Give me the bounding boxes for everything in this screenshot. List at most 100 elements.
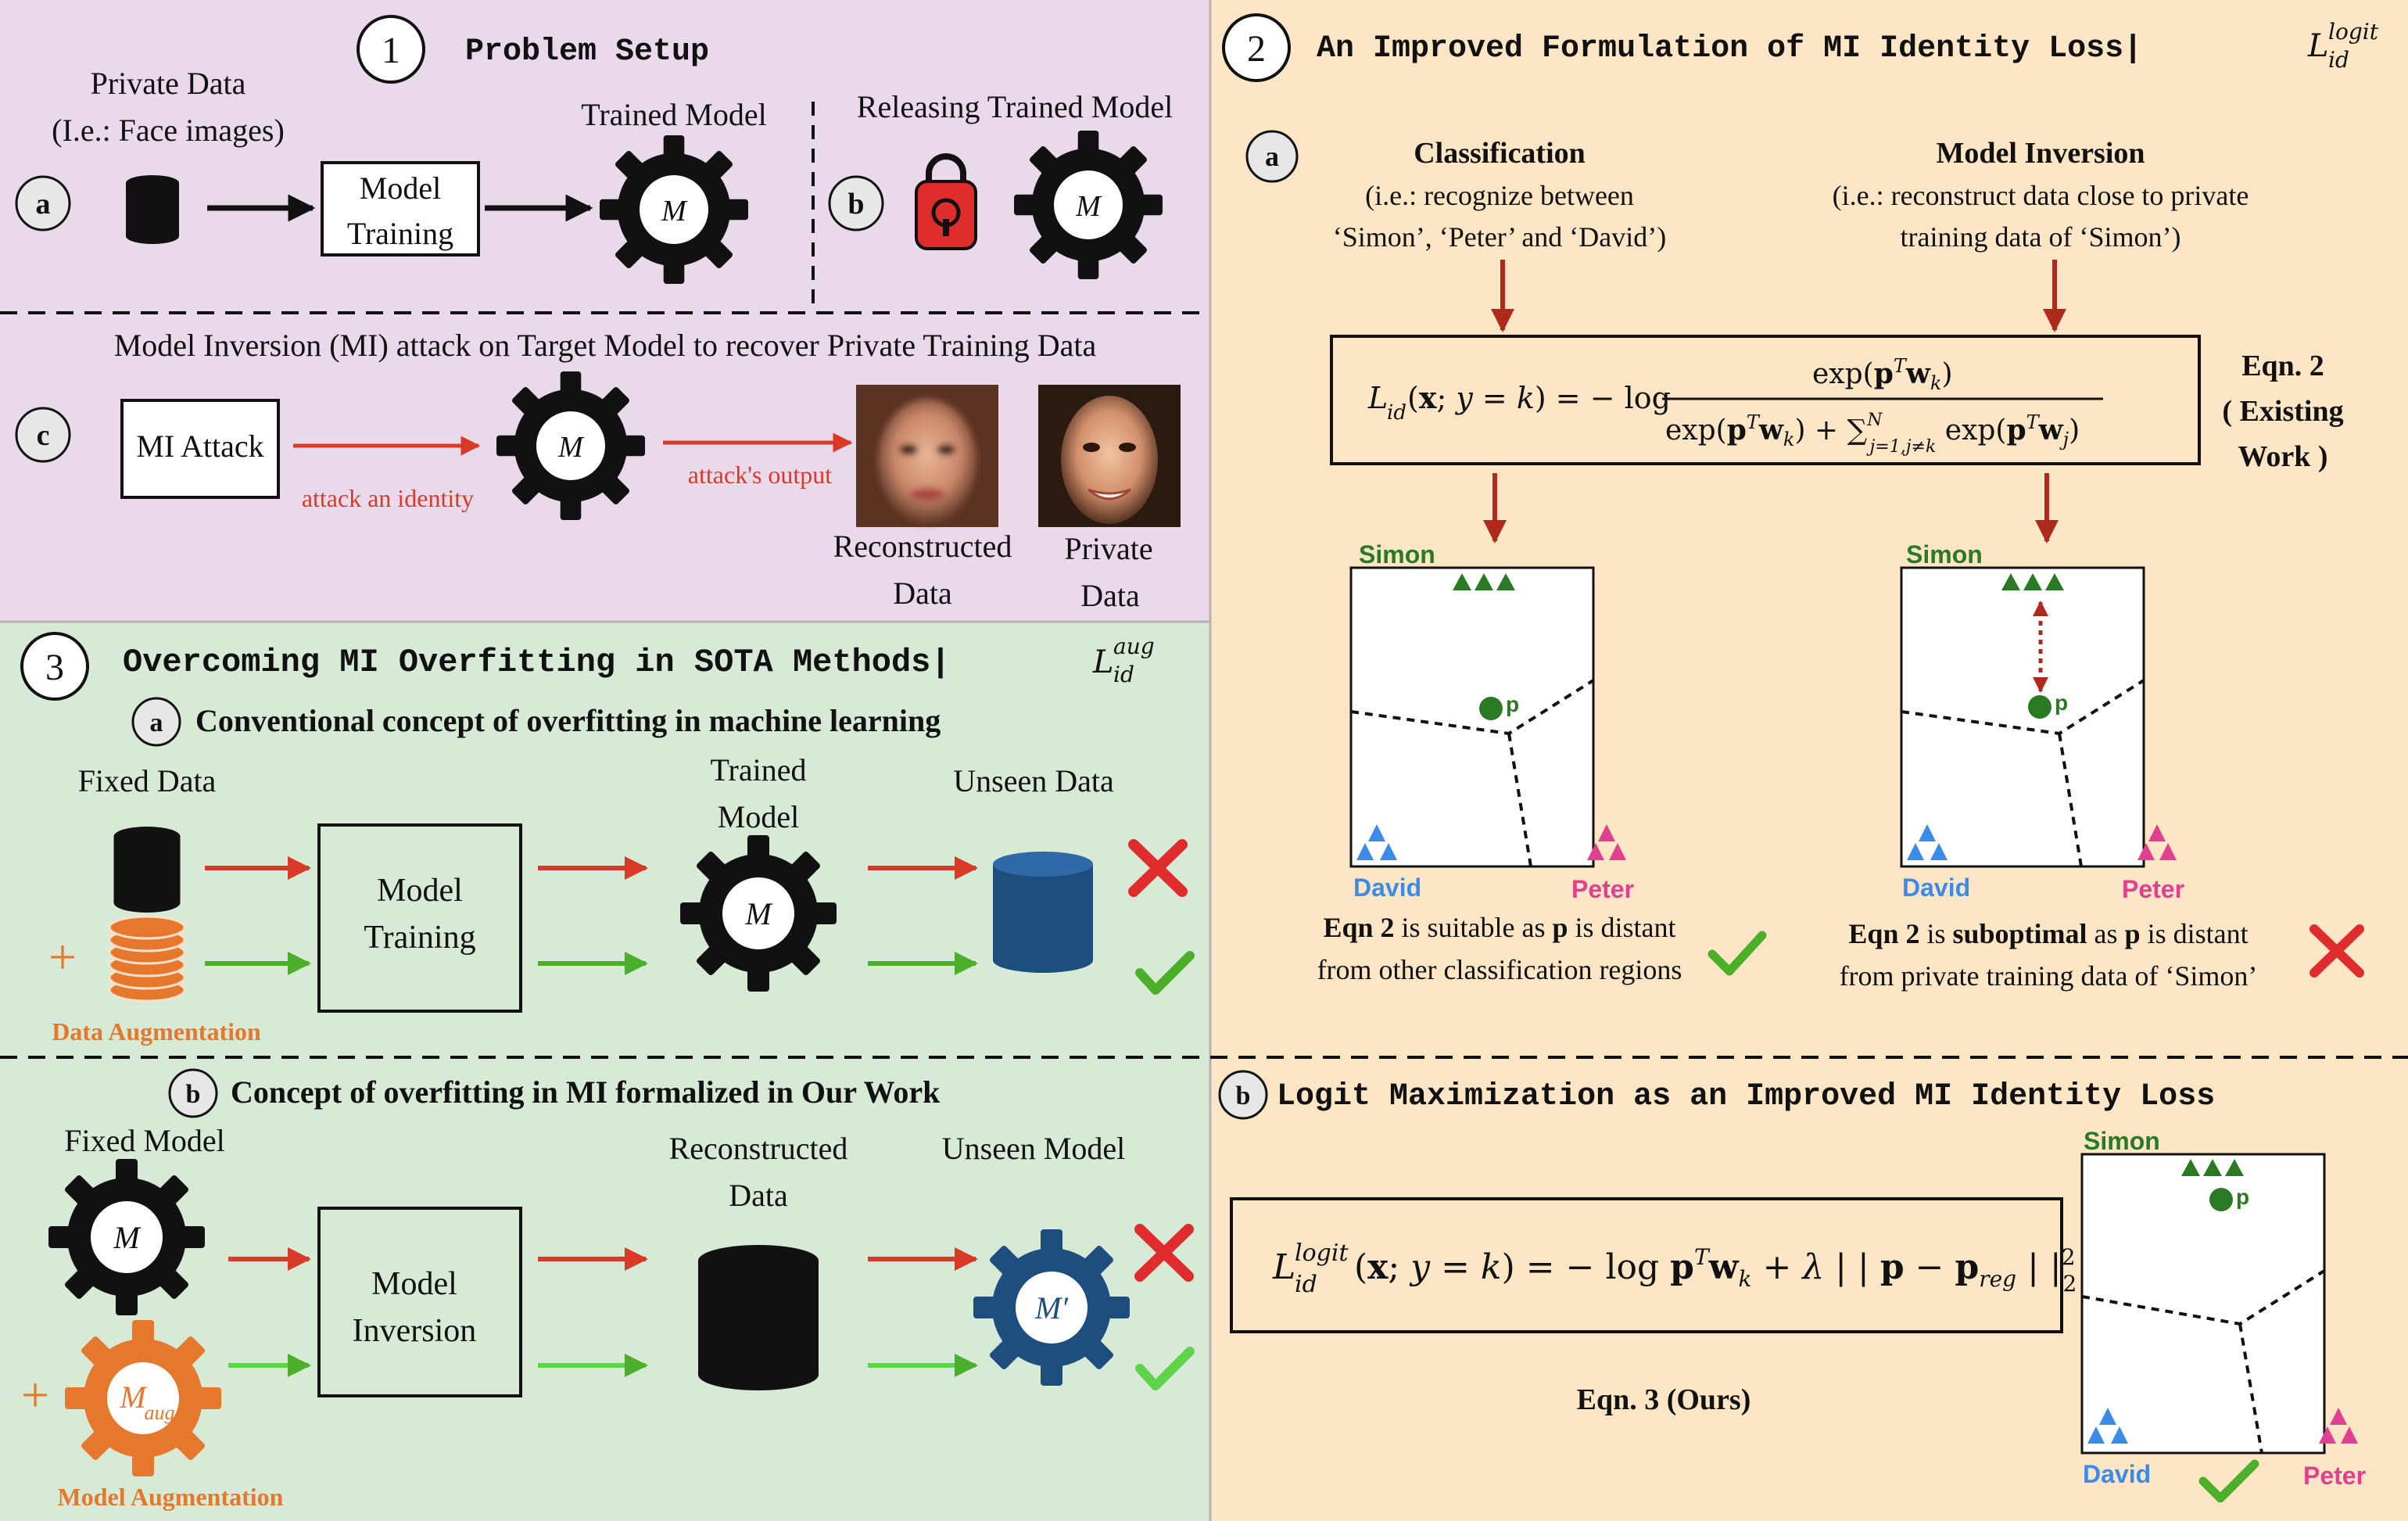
overfit-cross-icon-3a — [1128, 839, 1188, 897]
panel-3b-title: Concept of overfitting in MI formalized … — [231, 1074, 941, 1110]
eqn2-label-1: Eqn. 2 — [2241, 350, 2324, 382]
badge-c-background — [15, 407, 71, 463]
model-augmentation-plus: + — [21, 1367, 49, 1422]
released-model-gear-m: M — [1075, 190, 1102, 223]
panel-3-title: Overcoming MI Overfitting in SOTA Method… — [123, 644, 951, 681]
attack-output-label: attack's output — [688, 461, 833, 489]
svg-text:id: id — [1387, 401, 1406, 425]
panel-2b-title: Logit Maximization as an Improved MI Ide… — [1277, 1079, 2215, 1114]
trained-model-label-1: Trained — [711, 752, 807, 787]
left-simon-label: Simon — [1359, 540, 1435, 569]
lock-icon — [915, 153, 977, 250]
model-training-box — [321, 161, 480, 256]
svg-text:L: L — [2307, 28, 2329, 64]
unseen-model-gear-mprime: M′ — [1034, 1290, 1069, 1325]
released-model-gear-hub — [1054, 170, 1123, 239]
panel-2-loss-symbol: L logit id — [2307, 19, 2379, 73]
right-region-plot: Simon p David Peter — [1900, 540, 2184, 903]
model-inversion-box-3b — [317, 1207, 522, 1397]
eqn3-simon-label: Simon — [2084, 1127, 2160, 1155]
private-data-example: (I.e.: Face images) — [52, 113, 285, 148]
model-training-3a-label-1: Model — [377, 873, 463, 909]
svg-text:L: L — [1092, 644, 1114, 680]
badge-c: c — [37, 419, 50, 452]
eqn3-simon-points — [2181, 1159, 2244, 1176]
reconstructed-data-3b-label-2: Data — [729, 1178, 788, 1213]
left-peter-label: Peter — [1571, 875, 1634, 903]
right-peter-points — [2137, 824, 2177, 860]
svg-text:(x; y = k) = − log: (x; y = k) = − log — [1407, 380, 1671, 415]
augmented-data-stack-icon — [108, 915, 186, 1003]
badge-a: a — [36, 188, 51, 221]
reconstructed-data-database-icon — [698, 1245, 819, 1390]
left-region-plot: Simon p David Peter — [1349, 540, 1634, 903]
eqn3-label: Eqn. 3 (Ours) — [1577, 1383, 1751, 1416]
panel-2a-badge: a — [1265, 141, 1279, 172]
svg-text:id: id — [1113, 662, 1134, 687]
private-data-database-icon — [126, 175, 179, 244]
eqn3-peter-label: Peter — [2303, 1462, 2366, 1490]
left-david-points — [1356, 824, 1397, 860]
svg-text:exp(pTwk): exp(pTwk) — [1812, 355, 1952, 394]
svg-text:L: L — [1272, 1247, 1295, 1287]
eqn3-peter-points — [2319, 1408, 2358, 1444]
eqn2-label-2: ( Existing — [2222, 395, 2343, 428]
target-model-gear-m: M — [557, 431, 585, 464]
right-p-label: p — [2055, 691, 2068, 715]
left-caption-line-1: Eqn 2 is suitable as p is distant — [1323, 912, 1675, 943]
generalize-check-icon-3a — [1135, 951, 1195, 995]
eqn3-formula: L logit id (x; y = k) = − log pTwk + λ |… — [1272, 1239, 2077, 1298]
panel-3-number: 3 — [45, 647, 64, 688]
svg-text:aug: aug — [1113, 633, 1155, 659]
right-caption-line-1: Eqn 2 is suboptimal as p is distant — [1848, 918, 2248, 949]
classification-title: Classification — [1414, 137, 1586, 170]
panel-3a-badge-background — [131, 697, 181, 747]
model-training-3a-label-2: Training — [364, 920, 475, 956]
svg-text:logit: logit — [1295, 1239, 1349, 1267]
trained-model-gear-m: M — [661, 195, 688, 228]
model-training-box-3a — [317, 823, 522, 1013]
panel-2: 2 An Improved Formulation of MI Identity… — [1210, 13, 2408, 1503]
fixed-model-label: Fixed Model — [64, 1123, 225, 1158]
data-augmentation-plus: + — [48, 929, 77, 985]
model-inversion-title: Model Inversion — [1936, 137, 2145, 170]
panel-1-background — [0, 0, 1210, 622]
reconstructed-data-label-2: Data — [893, 576, 952, 611]
eqn3-box — [1230, 1197, 2063, 1333]
eqn3-david-points — [2087, 1408, 2128, 1444]
private-data-label: Private Data — [91, 66, 246, 101]
reconstructed-data-3b-label-1: Reconstructed — [669, 1131, 848, 1166]
trained-model-label-2: Model — [718, 799, 799, 834]
private-data-label-2: Data — [1080, 578, 1140, 613]
releasing-model-label: Releasing Trained Model — [857, 89, 1173, 124]
overfit-cross-icon-3b — [1134, 1224, 1194, 1282]
left-david-label: David — [1353, 873, 1421, 902]
panel-3-number-badge — [20, 632, 89, 701]
panel-3-loss-symbol: L aug id — [1092, 633, 1155, 687]
unseen-data-label: Unseen Data — [953, 763, 1114, 798]
suboptimal-cross-icon — [2309, 924, 2364, 978]
panel-3: 3 Overcoming MI Overfitting in SOTA Meth… — [0, 632, 1210, 1511]
trained-model-label: Trained Model — [581, 97, 766, 132]
svg-text:(x; y = k) = − log pTwk + λ |: (x; y = k) = − log pTwk + λ | | p − preg… — [1354, 1244, 2077, 1297]
svg-text:logit: logit — [2328, 19, 2379, 45]
right-david-label: David — [1902, 873, 1970, 902]
model-inversion-3b-label-1: Model — [371, 1266, 457, 1302]
panel-2b-badge-background — [1218, 1070, 1268, 1120]
left-p-label: p — [1506, 692, 1519, 716]
badge-b: b — [847, 188, 864, 221]
data-augmentation-label: Data Augmentation — [52, 1017, 261, 1046]
mi-attack-heading: Model Inversion (MI) attack on Target Mo… — [114, 328, 1097, 363]
model-training-label-2: Training — [347, 216, 453, 251]
panel-3b-badge: b — [186, 1080, 201, 1109]
panel-1: 1 Problem Setup Private Data (I.e.: Face… — [0, 15, 1210, 613]
model-training-label-1: Model — [360, 170, 441, 206]
trained-model-3a-gear-m: M — [744, 896, 773, 931]
augmented-model-gear-hub — [107, 1362, 179, 1434]
panel-1-number: 1 — [382, 30, 400, 71]
svg-text:id: id — [2328, 47, 2349, 73]
trained-model-gear-hub — [640, 175, 708, 244]
eqn3-p-label: p — [2236, 1185, 2249, 1209]
private-data-label-1: Private — [1064, 531, 1152, 566]
panel-2b-badge: b — [1236, 1082, 1251, 1110]
